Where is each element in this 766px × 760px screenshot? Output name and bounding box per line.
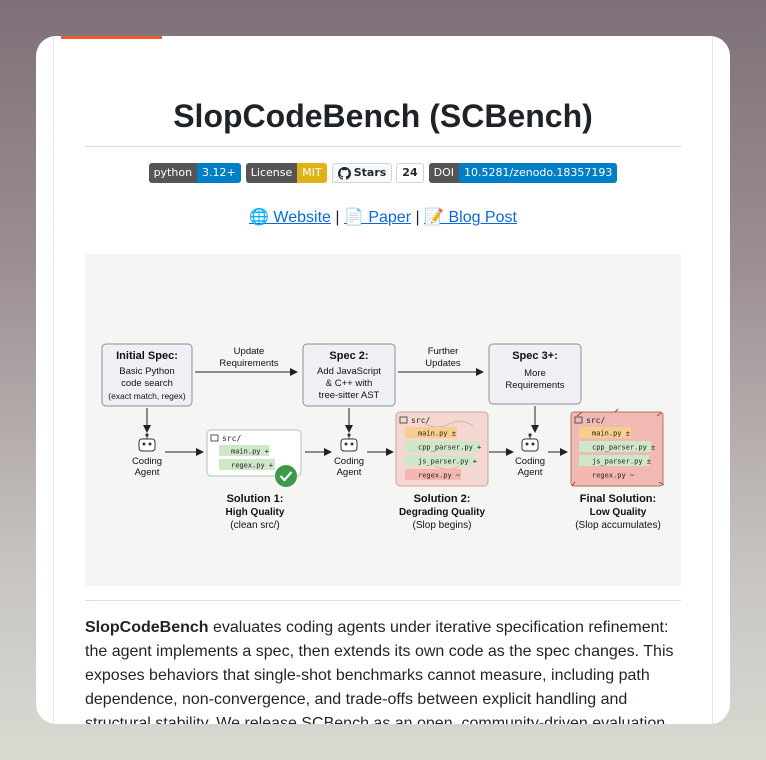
caption-title: Final Solution: — [580, 493, 656, 505]
intro-paragraph: SlopCodeBench evaluates coding agents un… — [85, 616, 681, 724]
intro-text: evaluates coding agents under iterative … — [85, 619, 674, 724]
pipeline-diagram: Initial Spec: Basic Python code search (… — [101, 343, 665, 531]
arrow-label: Update — [234, 346, 265, 357]
spec2-title: Spec 2: — [329, 350, 368, 362]
solution1-files-box: src/ main.py + regex.py + — [206, 429, 302, 487]
doi-badge-label: DOI — [428, 163, 459, 183]
arrow-label: Requirements — [219, 358, 278, 369]
further-updates-arrow: Further Updates — [398, 346, 484, 376]
dir-label: src/ — [222, 434, 241, 443]
coding-agent-1: Coding Agent — [132, 433, 162, 478]
caption-note: (Slop accumulates) — [575, 520, 661, 531]
spec3-title: Spec 3+: — [512, 350, 558, 362]
final-solution-files-box: src/ main.py ± cpp_parser.py ± js_parser… — [570, 408, 665, 487]
intro-bold-name: SlopCodeBench — [85, 619, 209, 636]
agent-label: Agent — [337, 467, 362, 478]
caption-title: Solution 1: — [227, 493, 284, 505]
initial-spec-title: Initial Spec: — [116, 350, 178, 362]
file-entry: main.py ± — [418, 430, 456, 438]
github-stars-button[interactable]: Stars — [331, 163, 393, 183]
agent-label: Coding — [515, 456, 545, 467]
dir-label: src/ — [411, 416, 430, 425]
arrow-label: Updates — [425, 358, 461, 369]
card-right-border — [712, 36, 713, 724]
python-badge-label: python — [148, 163, 198, 183]
doi-badge[interactable]: DOI 10.5281/zenodo.18357193 — [428, 163, 618, 183]
title-divider — [85, 146, 681, 147]
check-icon — [275, 465, 297, 487]
initial-spec-line: (exact match, regex) — [108, 391, 186, 401]
solution1-caption: Solution 1: High Quality (clean src/) — [226, 493, 285, 531]
solution2-files-box: src/ main.py ± cpp_parser.py + js_parser… — [395, 411, 489, 487]
file-entry: cpp_parser.py + — [418, 444, 481, 452]
file-entry: main.py ± — [592, 430, 630, 438]
spec3-line: More — [524, 368, 546, 379]
agent-label: Agent — [518, 467, 543, 478]
spec3-line: Requirements — [505, 380, 564, 391]
caption-note: (clean src/) — [230, 520, 279, 531]
file-entry: regex.py ~ — [592, 472, 634, 480]
file-entry: js_parser.py ± — [592, 458, 651, 466]
readme-card: SlopCodeBench (SCBench) python 3.12+ Lic… — [36, 36, 730, 724]
agent-label: Coding — [334, 456, 364, 467]
spec2-line: & C++ with — [326, 378, 372, 389]
github-icon — [337, 166, 351, 180]
solution2-caption: Solution 2: Degrading Quality (Slop begi… — [399, 493, 486, 531]
figure-divider — [85, 600, 681, 601]
github-stars-badge[interactable]: Stars 24 — [331, 163, 424, 183]
robot-icon — [521, 433, 539, 452]
license-badge[interactable]: License MIT — [245, 163, 327, 183]
file-entry: regex.py + — [231, 462, 273, 470]
folder-icon — [210, 434, 219, 442]
coding-agent-3: Coding Agent — [515, 433, 545, 478]
card-left-border — [53, 36, 54, 724]
initial-spec-box: Initial Spec: Basic Python code search (… — [101, 343, 193, 407]
spec2-line: tree-sitter AST — [319, 390, 380, 401]
file-entry: js_parser.py + — [418, 458, 477, 466]
page-title: SlopCodeBench (SCBench) — [173, 98, 593, 134]
license-badge-label: License — [245, 163, 298, 183]
blog-post-link[interactable]: 📝 Blog Post — [424, 209, 517, 226]
final-solution-caption: Final Solution: Low Quality (Slop accumu… — [575, 493, 661, 531]
folder-icon — [574, 416, 583, 424]
link-separator: | — [335, 209, 340, 226]
robot-icon — [340, 433, 358, 452]
caption-sub: Low Quality — [590, 507, 647, 518]
stars-label: Stars — [353, 166, 387, 179]
link-separator: | — [415, 209, 420, 226]
file-entry: regex.py ~ — [418, 472, 460, 480]
agent-label: Agent — [135, 467, 160, 478]
paper-link[interactable]: 📄 Paper — [343, 209, 412, 226]
stars-count[interactable]: 24 — [396, 163, 424, 183]
link-row: 🌐 Website | 📄 Paper | 📝 Blog Post — [85, 206, 681, 230]
caption-title: Solution 2: — [414, 493, 471, 505]
initial-spec-line: code search — [121, 378, 173, 389]
arrow-label: Further — [428, 346, 459, 357]
folder-icon — [399, 416, 408, 424]
agent-label: Coding — [132, 456, 162, 467]
caption-sub: Degrading Quality — [399, 507, 486, 518]
update-requirements-arrow: Update Requirements — [195, 346, 298, 376]
spec2-box: Spec 2: Add JavaScript & C++ with tree-s… — [302, 343, 396, 407]
python-badge[interactable]: python 3.12+ — [148, 163, 241, 183]
overview-figure: Initial Spec: Basic Python code search (… — [85, 254, 681, 586]
caption-sub: High Quality — [226, 507, 285, 518]
active-tab-indicator — [61, 36, 162, 39]
license-badge-value: MIT — [297, 163, 327, 183]
dir-label: src/ — [586, 416, 605, 425]
website-link[interactable]: 🌐 Website — [249, 209, 331, 226]
python-badge-value: 3.12+ — [197, 163, 241, 183]
doi-badge-value: 10.5281/zenodo.18357193 — [458, 163, 618, 183]
file-entry: cpp_parser.py ± — [592, 444, 655, 452]
spec3-box: Spec 3+: More Requirements — [488, 343, 582, 405]
spec2-line: Add JavaScript — [317, 366, 381, 377]
caption-note: (Slop begins) — [413, 520, 472, 531]
coding-agent-2: Coding Agent — [334, 433, 364, 478]
robot-icon — [138, 433, 156, 452]
badge-row: python 3.12+ License MIT Stars 24 DOI 10… — [85, 163, 681, 183]
file-entry: main.py + — [231, 448, 269, 456]
initial-spec-line: Basic Python — [119, 366, 174, 377]
